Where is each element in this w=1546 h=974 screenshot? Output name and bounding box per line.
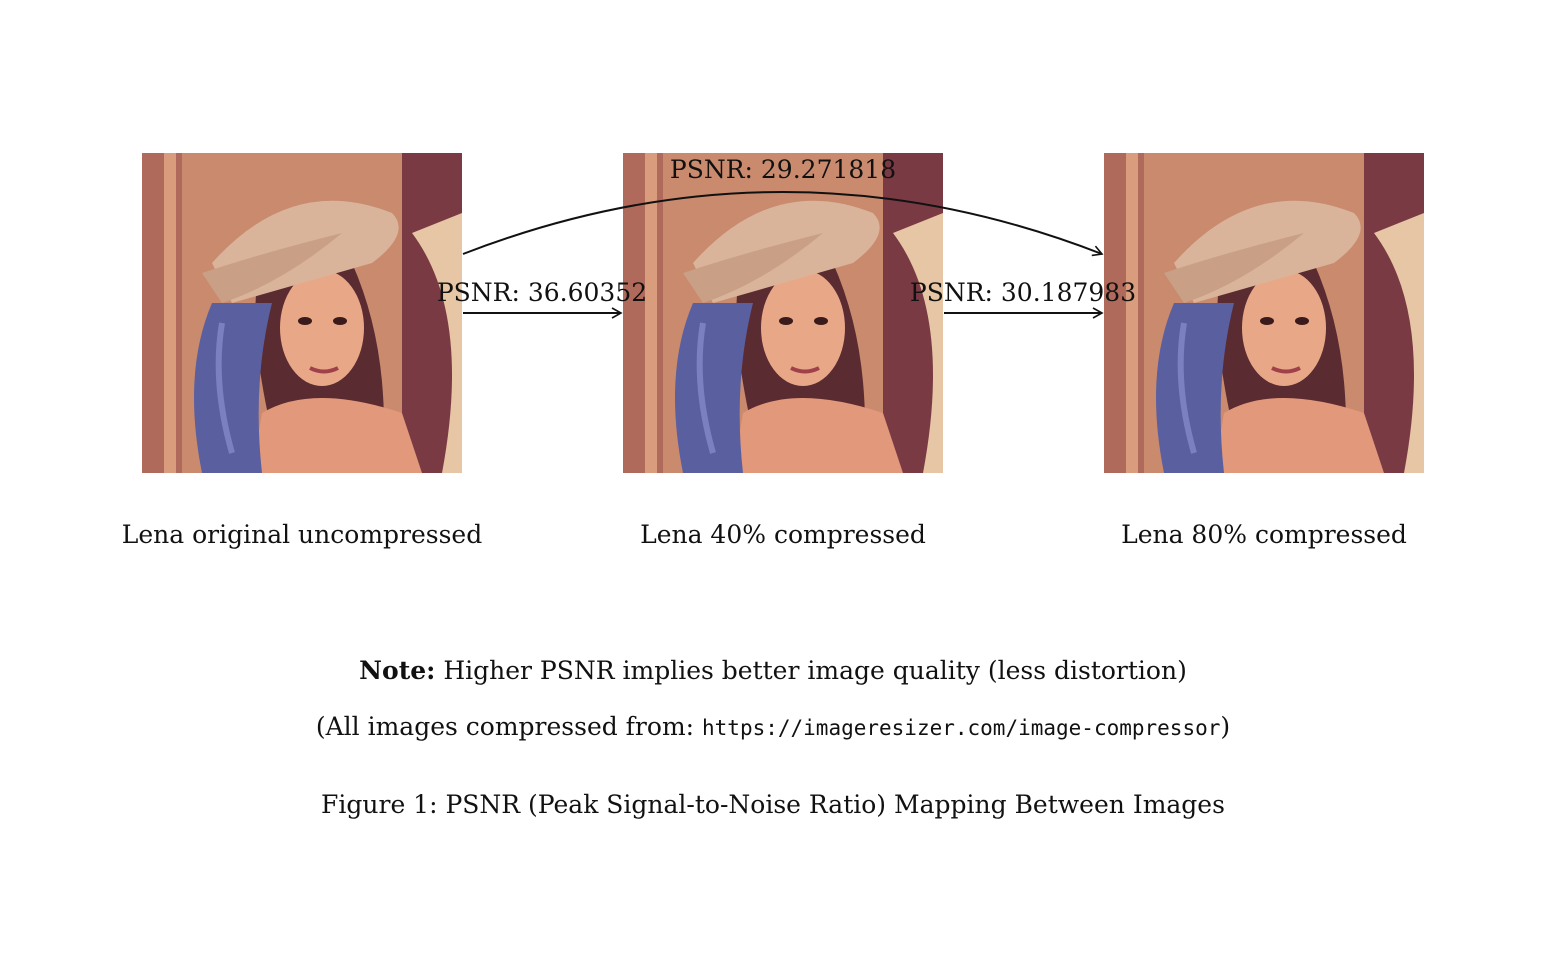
figure-caption: Figure 1: PSNR (Peak Signal-to-Noise Rat… (321, 790, 1225, 819)
psnr-original-to-80-label: PSNR: 29.271818 (669, 155, 897, 184)
note-text: Higher PSNR implies better image quality… (435, 656, 1187, 685)
psnr-40-to-80-label: PSNR: 30.187983 (909, 278, 1137, 307)
lena-40-compressed-image (623, 153, 943, 473)
note-label: Note: (359, 656, 436, 685)
source-prefix: (All images compressed from: (315, 712, 703, 741)
source-suffix: ) (1220, 712, 1231, 741)
psnr-original-to-40-label: PSNR: 36.60352 (436, 278, 648, 307)
lena-original-image (142, 153, 462, 473)
note-line: Note: Higher PSNR implies better image q… (0, 656, 1546, 686)
image-caption-80: Lena 80% compressed (1121, 520, 1407, 549)
image-caption-40: Lena 40% compressed (640, 520, 926, 549)
image-caption-original: Lena original uncompressed (121, 520, 483, 549)
source-url: https://imageresizer.com/image-compresso… (702, 716, 1221, 740)
source-line: (All images compressed from: https://ima… (0, 712, 1546, 743)
lena-80-compressed-image (1104, 153, 1424, 473)
